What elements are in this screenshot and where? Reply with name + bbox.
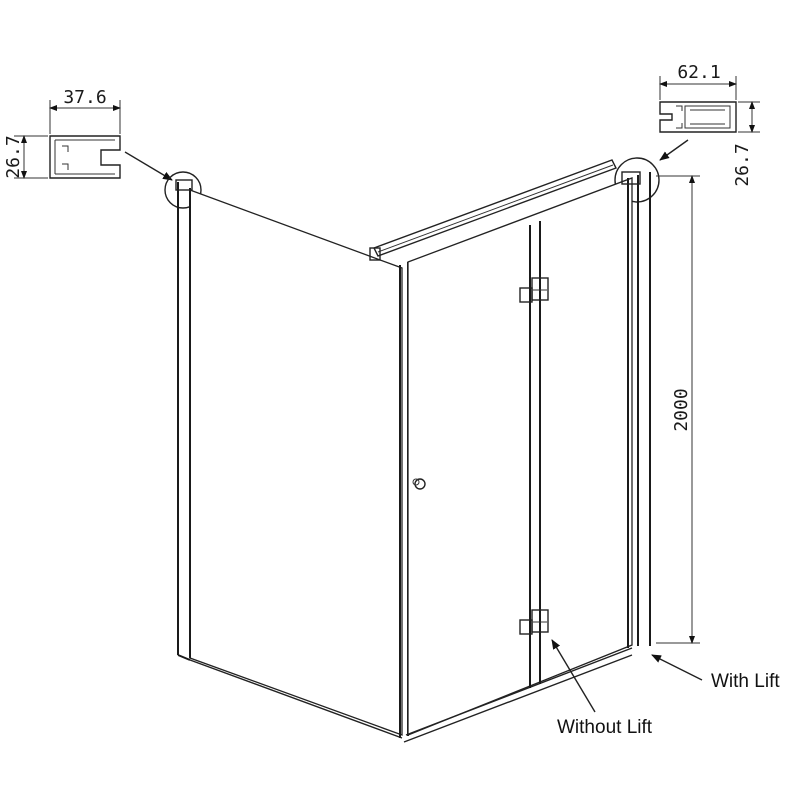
right-detail-leader-arrow (659, 139, 689, 161)
side-bottom-edge (189, 659, 403, 739)
stabilizer-bar-edge (377, 164, 614, 253)
right-profile-width-label: 62.1 (677, 62, 720, 83)
top-stabilizer-bar (373, 159, 617, 257)
bottom-rail (403, 647, 633, 743)
with-lift-arrow (651, 654, 703, 681)
front-glass (407, 177, 633, 736)
hinge-top (519, 277, 549, 303)
right-profile-top-cap (621, 171, 641, 185)
right-profile-inner (684, 105, 731, 129)
left-profile-section (49, 135, 121, 179)
left-profile-inner-line (54, 139, 115, 175)
left-detail-leader-arrow (124, 151, 173, 181)
with-lift-callout: With Lift (651, 654, 780, 692)
hinge-bottom (519, 609, 549, 635)
without-lift-label: Without Lift (557, 717, 653, 738)
height-dimension: 2000 (656, 175, 700, 644)
enclosure (175, 159, 651, 743)
without-lift-arrow (551, 639, 596, 713)
side-panel-glass (189, 189, 403, 736)
left-profile-height-label: 26.7 (3, 135, 24, 178)
left-profile-detail: 37.6 26.7 (3, 87, 202, 209)
left-wall-profile (177, 182, 191, 661)
stabilizer-end-left (369, 247, 381, 261)
total-height-label: 2000 (671, 388, 692, 431)
right-profile-height-label: 26.7 (732, 143, 753, 186)
with-lift-label: With Lift (711, 671, 780, 692)
left-profile-width-label: 37.6 (63, 87, 106, 108)
right-profile-section (659, 101, 737, 133)
right-wall-profile (627, 172, 651, 648)
left-profile-clip (62, 145, 69, 170)
left-detail-circle (164, 171, 202, 209)
right-profile-detail: 62.1 26.7 (614, 62, 760, 203)
door-knob (414, 478, 426, 490)
door-knob-base (412, 478, 420, 486)
left-profile-top-cap (175, 179, 193, 191)
right-profile-clip (676, 105, 683, 129)
without-lift-callout: Without Lift (551, 639, 653, 738)
